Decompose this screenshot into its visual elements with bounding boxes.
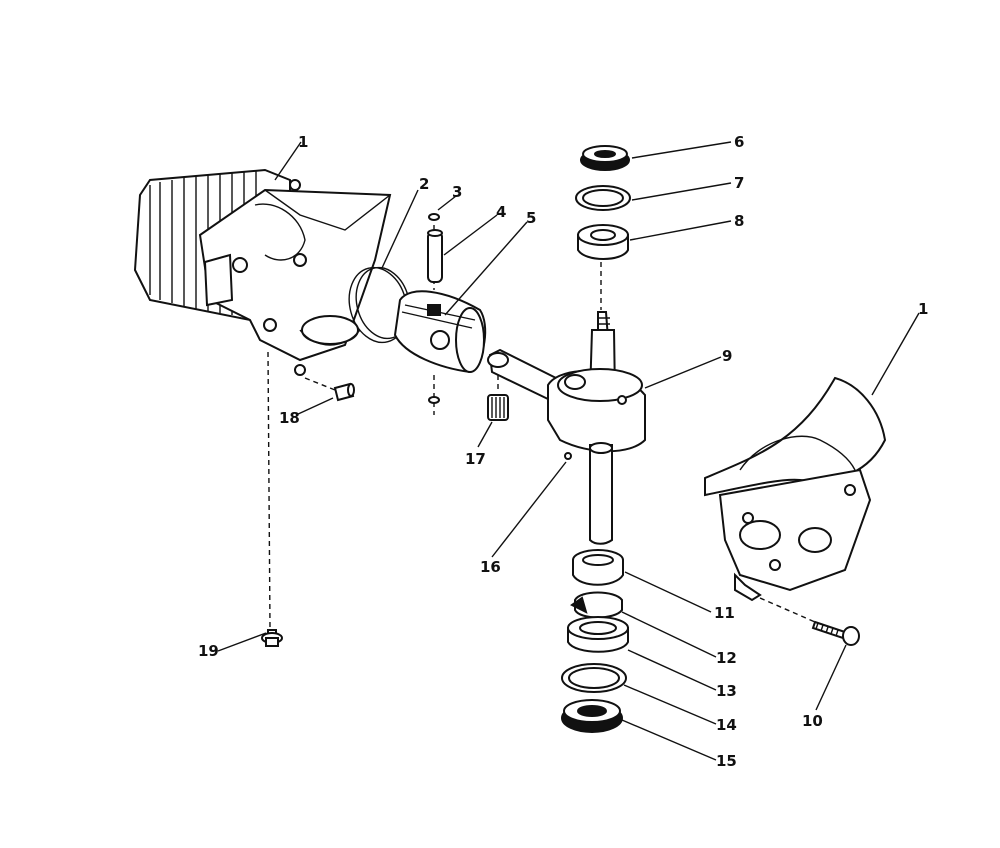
callout-9: 9 [722,347,732,365]
callout-17: 17 [465,450,486,468]
circlip-top [428,213,440,221]
callout-4: 4 [496,203,506,221]
screw-19 [261,629,283,647]
callout-12: 12 [716,649,737,667]
seal-top [580,145,630,171]
dowel-centerline [304,377,336,391]
retaining-ring-14 [561,663,627,693]
wrist-pin [427,229,443,283]
bearing-13 [567,616,629,653]
callout-1-left: 1 [298,133,308,151]
callout-2: 2 [419,175,429,193]
cylinder-crankcase-left [133,168,392,376]
callout-16: 16 [480,558,501,576]
callout-3: 3 [452,183,462,201]
dowel-18 [333,382,355,402]
callout-13: 13 [716,682,737,700]
callout-10: 10 [802,712,823,730]
callout-1-right: 1 [918,300,928,318]
callout-11: 11 [714,604,735,622]
callout-6: 6 [734,133,744,151]
leader-lines [217,141,920,761]
screw19-centerline [267,351,271,629]
screw-10 [811,620,860,646]
seal-15 [561,699,623,733]
callout-8: 8 [734,212,744,230]
sleeve-11 [572,549,624,586]
piston [393,290,487,374]
callout-14: 14 [716,716,737,734]
screw-centerline [759,597,816,623]
bearing-cage-12 [570,591,623,619]
callout-18: 18 [279,409,300,427]
crankcase-right [704,376,887,602]
callout-7: 7 [734,174,744,192]
callout-15: 15 [716,752,737,770]
crankshaft [547,311,646,545]
bearing-top [577,224,629,260]
needle-bearing [487,394,509,421]
callout-19: 19 [198,642,219,660]
callout-labels: 1 1 2 3 4 5 6 7 8 9 10 11 12 13 14 15 16… [198,133,928,770]
retaining-ring-top [575,185,631,211]
callout-5: 5 [526,209,536,227]
